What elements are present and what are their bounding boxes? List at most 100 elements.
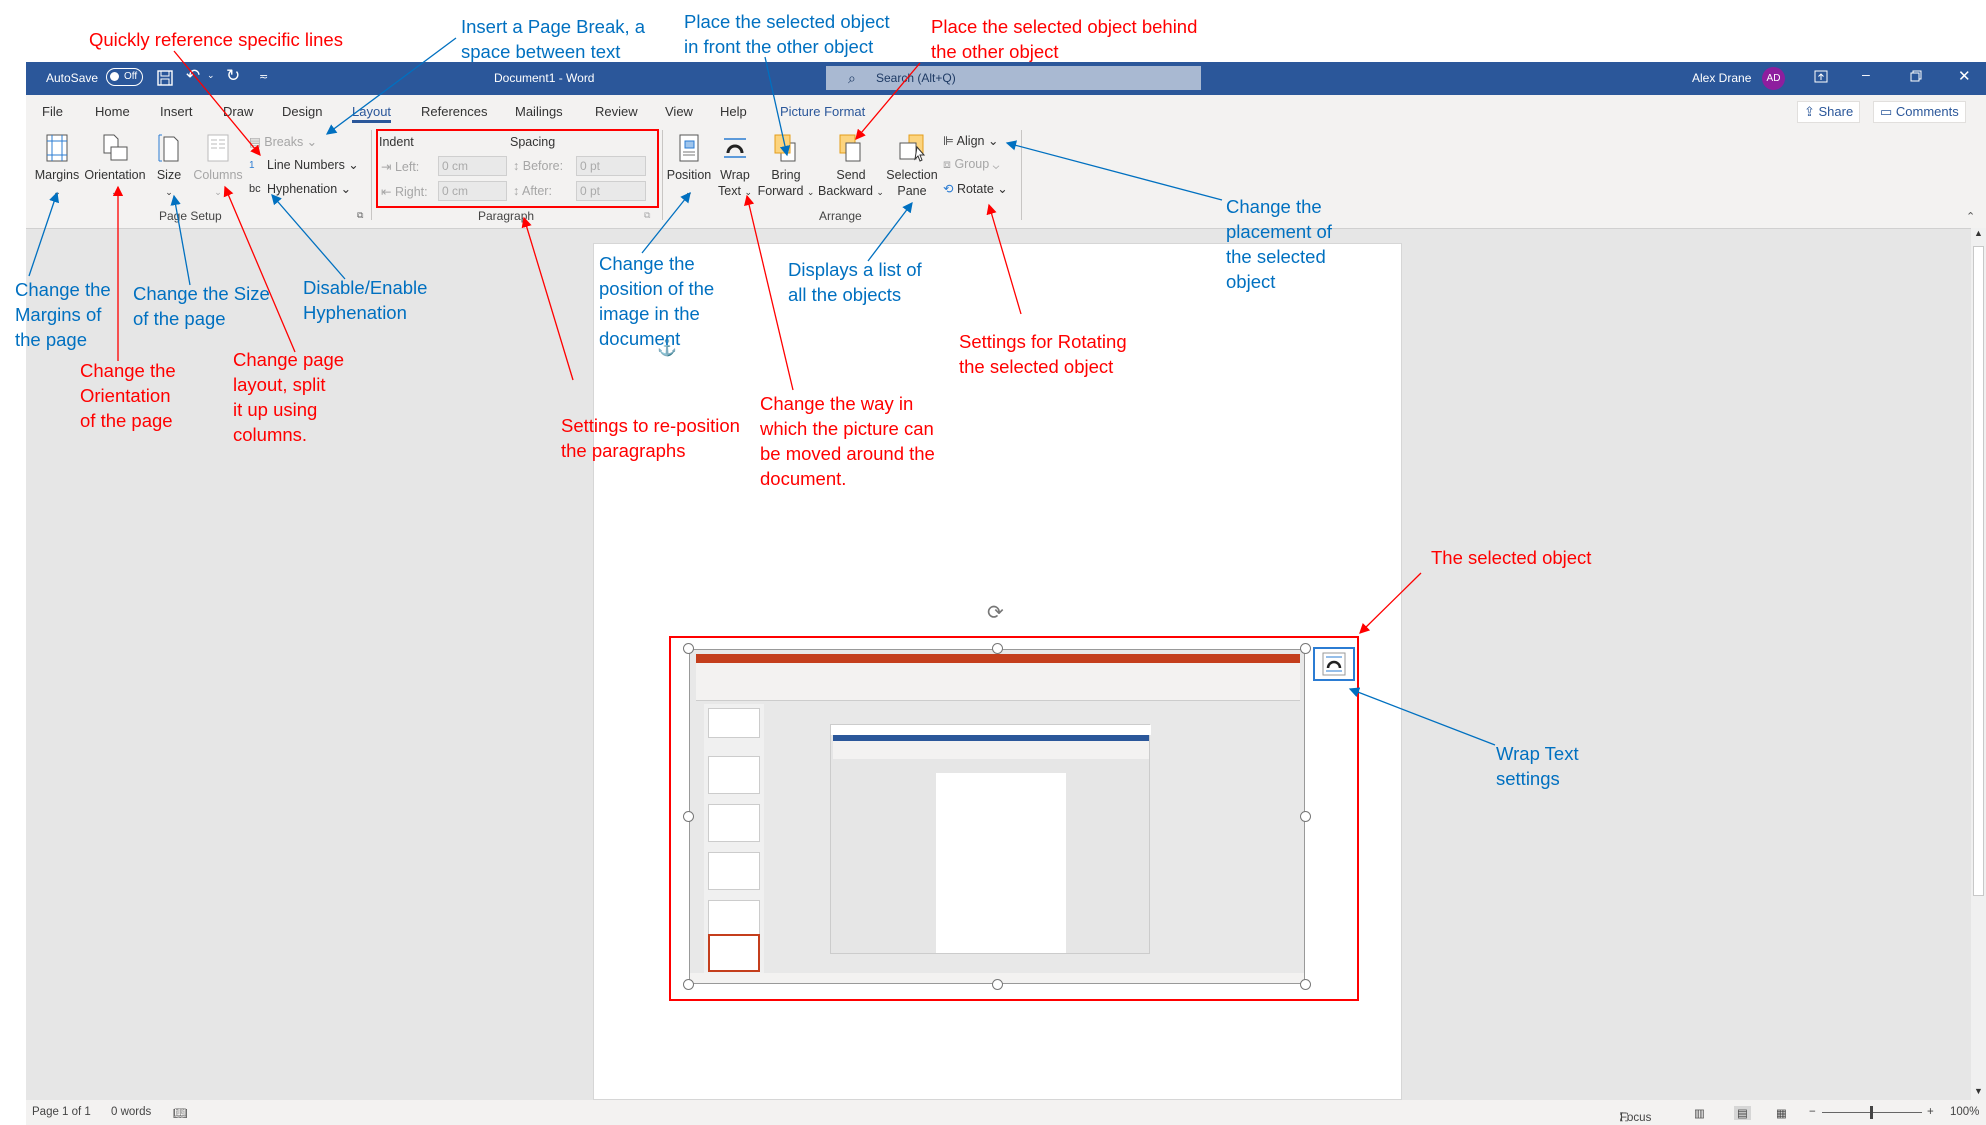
hyphenation-label: Hyphenation <box>267 182 338 196</box>
selected-object-highlight <box>669 636 1359 1001</box>
layout-options-button[interactable] <box>1313 647 1355 681</box>
redo-icon[interactable]: ↻ <box>226 66 241 85</box>
rotate-button[interactable]: ⟲ Rotate ⌄ <box>943 182 1008 196</box>
tab-mailings[interactable]: Mailings <box>515 104 563 119</box>
tab-design[interactable]: Design <box>282 104 323 119</box>
resize-handle[interactable] <box>992 643 1003 654</box>
tab-file[interactable]: File <box>42 104 63 119</box>
annotation-position: Change the position of the image in the … <box>599 253 715 349</box>
group-button[interactable]: ⧈ Group ⌄ <box>943 157 1000 171</box>
group-icon: ⧈ <box>943 157 955 171</box>
selection-pane-label-2: Pane <box>897 184 927 198</box>
proofing-icon[interactable]: 📖︎ <box>173 1108 188 1120</box>
resize-handle[interactable] <box>1300 811 1311 822</box>
search-icon: ⌕ <box>848 70 856 86</box>
word-count[interactable]: 0 words <box>111 1106 152 1118</box>
tab-view[interactable]: View <box>665 104 693 119</box>
zoom-out-icon[interactable]: − <box>1809 1106 1816 1118</box>
ribbon-display-options-icon[interactable] <box>1814 70 1828 83</box>
zoom-in-icon[interactable]: + <box>1927 1106 1934 1118</box>
resize-handle[interactable] <box>683 979 694 990</box>
avatar[interactable]: AD <box>1762 67 1785 90</box>
read-mode-icon[interactable]: ▥ <box>1694 1108 1705 1120</box>
resize-handle[interactable] <box>683 811 694 822</box>
rotate-icon: ⟲ <box>943 182 957 196</box>
tab-help[interactable]: Help <box>720 104 747 119</box>
send-backward-label: Send <box>836 168 866 182</box>
undo-icon[interactable]: ↶ <box>186 66 201 85</box>
position-icon <box>679 134 699 162</box>
tab-layout[interactable]: Layout <box>352 104 392 123</box>
hyphenation-button[interactable]: Hyphenation ⌄ <box>267 182 352 196</box>
indent-right-input[interactable]: 0 cm <box>438 181 507 201</box>
line-numbers-label[interactable]: Line Numbers ⌄ <box>267 158 359 172</box>
scrollbar-thumb[interactable] <box>1973 246 1984 896</box>
collapse-ribbon-icon[interactable]: ⌃ <box>1966 211 1976 223</box>
spacing-after-input[interactable]: 0 pt <box>576 181 646 201</box>
share-button[interactable]: ⇪ Share <box>1797 101 1861 123</box>
page-setup-dialog-launcher-icon[interactable]: ⧉ <box>357 210 364 220</box>
columns-button[interactable]: Columns⌄ <box>192 133 244 200</box>
annotation-columns: Change page layout, split it up using co… <box>233 349 345 445</box>
print-layout-icon[interactable]: ▤ <box>1734 1106 1751 1120</box>
restore-icon[interactable] <box>1910 70 1922 82</box>
line-numbers-button[interactable]: 1 <box>249 157 255 171</box>
comments-button[interactable]: ▭ Comments <box>1873 101 1966 123</box>
scroll-down-icon[interactable]: ▼ <box>1974 1086 1983 1096</box>
autosave-label: AutoSave <box>46 71 99 85</box>
selected-picture[interactable] <box>689 649 1305 984</box>
tab-picture-format[interactable]: Picture Format <box>780 104 866 119</box>
save-icon[interactable] <box>157 70 173 86</box>
customize-toolbar-icon[interactable]: ≂ <box>259 71 269 83</box>
vertical-scrollbar[interactable]: ▲ ▼ <box>1971 228 1986 1100</box>
autosave-toggle[interactable]: Off <box>106 68 143 86</box>
undo-dropdown-icon[interactable]: ⌄ <box>207 70 215 80</box>
zoom-level[interactable]: 100% <box>1950 1106 1980 1118</box>
align-label: Align <box>956 134 985 148</box>
tab-home[interactable]: Home <box>95 104 130 119</box>
size-button[interactable]: Size⌄ <box>152 133 186 200</box>
annotation-rotate: Settings for Rotating the selected objec… <box>959 331 1127 377</box>
paragraph-dialog-launcher-icon[interactable]: ⧉ <box>644 210 651 220</box>
zoom-slider-thumb[interactable] <box>1870 1106 1873 1119</box>
margins-button[interactable]: Margins⌄ <box>33 133 81 200</box>
wrap-text-label-2: Text <box>718 184 741 198</box>
align-button[interactable]: ⊫ Align ⌄ <box>943 134 999 148</box>
paragraph-group-label: Paragraph <box>478 209 535 223</box>
close-icon[interactable]: ✕ <box>1958 68 1971 85</box>
page-setup-group-label: Page Setup <box>159 209 222 223</box>
resize-handle[interactable] <box>1300 979 1311 990</box>
breaks-button[interactable]: ▤ Breaks ⌄ <box>249 135 318 149</box>
tab-references[interactable]: References <box>421 104 488 119</box>
rotate-handle-icon[interactable]: ⟳ <box>987 602 1004 624</box>
user-name: Alex Drane <box>1692 71 1752 85</box>
minimize-icon[interactable]: – <box>1862 66 1870 82</box>
breaks-icon: ▤ <box>249 135 265 149</box>
indent-right-icon: ⇤ <box>381 185 395 199</box>
tab-draw[interactable]: Draw <box>223 104 254 119</box>
tab-review[interactable]: Review <box>595 104 638 119</box>
annotation-breaks: Insert a Page Break, a space between tex… <box>461 16 646 62</box>
spacing-before-input[interactable]: 0 pt <box>576 156 646 176</box>
status-bar: Page 1 of 1 0 words 📖︎ ⛶ Focus ▥ ▤ ▦ − +… <box>26 1100 1986 1125</box>
spacing-after-label: ↕ After: <box>513 184 552 198</box>
search-box[interactable]: ⌕ Search (Alt+Q) <box>826 66 1201 90</box>
tab-insert[interactable]: Insert <box>160 104 193 119</box>
position-button[interactable]: Position⌄ <box>664 133 714 200</box>
orientation-button[interactable]: Orientation⌄ <box>84 133 146 200</box>
indent-left-input[interactable]: 0 cm <box>438 156 507 176</box>
resize-handle[interactable] <box>683 643 694 654</box>
resize-handle[interactable] <box>1300 643 1311 654</box>
annotation-align: Change the placement of the selected obj… <box>1226 196 1332 292</box>
web-layout-icon[interactable]: ▦ <box>1776 1108 1787 1120</box>
scroll-up-icon[interactable]: ▲ <box>1974 228 1983 238</box>
position-label: Position <box>666 168 712 182</box>
wrap-text-label: Wrap <box>720 168 750 182</box>
resize-handle[interactable] <box>992 979 1003 990</box>
margins-label: Margins <box>34 168 80 182</box>
page-count[interactable]: Page 1 of 1 <box>32 1106 91 1118</box>
